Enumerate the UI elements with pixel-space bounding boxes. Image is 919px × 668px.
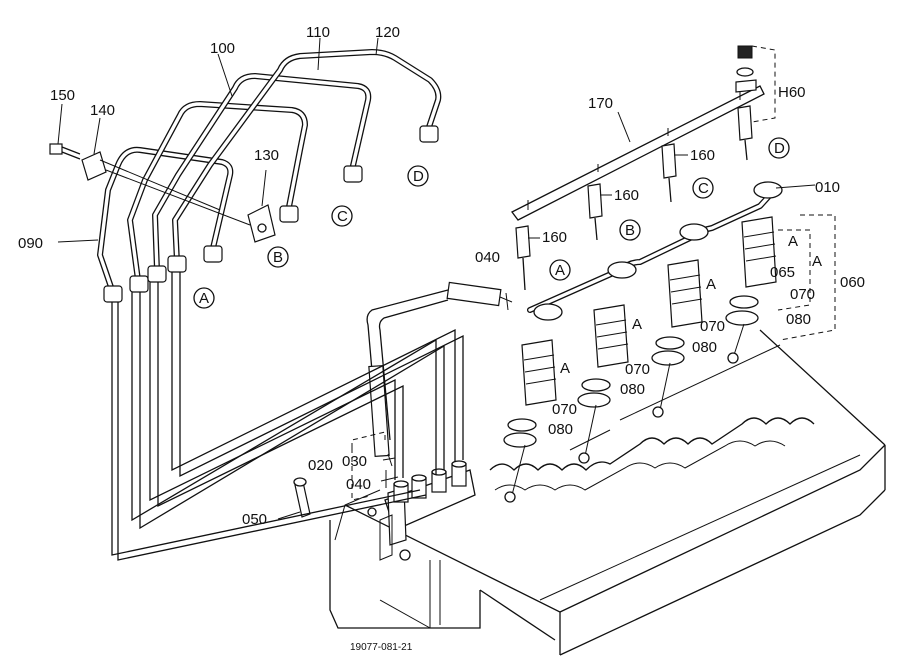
label-h60: H60 bbox=[778, 84, 806, 101]
glow-plug-plate-170 bbox=[511, 85, 765, 221]
label-nozzle-a-2: A bbox=[632, 316, 642, 333]
label-160-b: 160 bbox=[614, 187, 639, 204]
clamp-130 bbox=[247, 204, 276, 243]
callout-c-right: C bbox=[698, 180, 709, 197]
label-100: 100 bbox=[210, 40, 235, 57]
label-020: 020 bbox=[308, 457, 333, 474]
glow-plugs bbox=[515, 45, 776, 291]
label-065: 065 bbox=[770, 264, 795, 281]
label-030: 030 bbox=[342, 453, 367, 470]
label-130: 130 bbox=[254, 147, 279, 164]
label-070-2: 070 bbox=[700, 318, 725, 335]
label-050: 050 bbox=[242, 511, 267, 528]
bolt-150 bbox=[49, 143, 81, 160]
injection-pump bbox=[367, 460, 476, 561]
return-hose bbox=[366, 281, 513, 458]
callout-d-left: D bbox=[413, 168, 424, 185]
injection-nozzles bbox=[503, 214, 836, 503]
engine-block bbox=[329, 329, 886, 656]
label-110: 110 bbox=[306, 24, 330, 41]
label-140: 140 bbox=[90, 102, 115, 119]
label-170: 170 bbox=[588, 95, 613, 112]
label-010: 010 bbox=[815, 179, 840, 196]
label-060: 060 bbox=[840, 274, 865, 291]
callout-b-left: B bbox=[273, 249, 283, 266]
part-050-hose bbox=[277, 477, 311, 520]
callout-c-left: C bbox=[337, 208, 348, 225]
label-120: 120 bbox=[375, 24, 400, 41]
label-070-1: 070 bbox=[790, 286, 815, 303]
injection-pipes bbox=[97, 49, 464, 561]
figure-code: 19077-081-21 bbox=[350, 642, 413, 653]
callout-d-right: D bbox=[774, 140, 785, 157]
label-160-c: 160 bbox=[542, 229, 567, 246]
clamp-140 bbox=[81, 151, 251, 226]
label-nozzle-a-1: A bbox=[560, 360, 570, 377]
label-nozzle-a-3: A bbox=[706, 276, 716, 293]
bracket-020-group bbox=[351, 431, 386, 501]
label-nozzle-a-4: A bbox=[812, 253, 822, 270]
label-080-4: 080 bbox=[548, 421, 573, 438]
label-080-3: 080 bbox=[620, 381, 645, 398]
label-150: 150 bbox=[50, 87, 75, 104]
part-labels: 150 140 100 110 120 130 090 170 H60 160 … bbox=[18, 24, 865, 528]
label-080-2: 080 bbox=[692, 339, 717, 356]
label-090: 090 bbox=[18, 235, 43, 252]
label-040-top: 040 bbox=[475, 249, 500, 266]
pipe-nuts-left bbox=[103, 125, 439, 303]
label-070-4: 070 bbox=[552, 401, 577, 418]
label-070-3: 070 bbox=[625, 361, 650, 378]
circled-callouts: A B C D A B C D bbox=[193, 137, 790, 309]
callout-a-left: A bbox=[199, 290, 209, 307]
leader-lines bbox=[57, 37, 688, 243]
leak-off-pipe-010 bbox=[527, 181, 816, 321]
label-160-a: 160 bbox=[690, 147, 715, 164]
label-080-1: 080 bbox=[786, 311, 811, 328]
callout-b-right: B bbox=[625, 222, 635, 239]
callout-a-right: A bbox=[555, 262, 565, 279]
label-040-bottom: 040 bbox=[346, 476, 371, 493]
label-nozzle-a-5: A bbox=[788, 233, 798, 250]
